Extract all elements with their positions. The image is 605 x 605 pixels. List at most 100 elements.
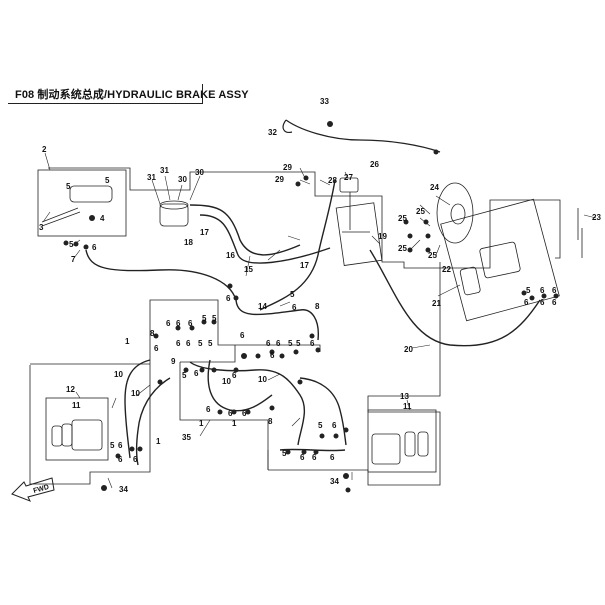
left-pad-b: [61, 423, 73, 447]
title-divider: [202, 84, 203, 104]
callout-29a: 29: [283, 163, 292, 172]
brake-line-10a: [124, 359, 151, 459]
callout-5a: 5: [66, 182, 71, 191]
master-cylinder-box: [37, 169, 127, 237]
cable-32: [285, 119, 441, 153]
callout-6a: 6: [92, 243, 97, 252]
callout-6e: 6: [154, 344, 159, 353]
callout-25b: 25: [416, 207, 425, 216]
callout-11b: 11: [403, 402, 412, 411]
callout-6f: 6: [176, 339, 181, 348]
callout-1b: 1: [156, 437, 161, 446]
callout-6t: 6: [118, 441, 123, 450]
brake-line-14: [235, 299, 319, 341]
brake-pedal-arm: [41, 207, 81, 227]
callout-1d: 1: [232, 419, 237, 428]
callout-6ad: 6: [540, 298, 545, 307]
brake-disc-hub: [450, 203, 466, 225]
reservoir-box: [335, 202, 383, 266]
callout-17b: 17: [300, 261, 309, 270]
callout-19: 19: [378, 232, 387, 241]
callout-6s: 6: [242, 409, 247, 418]
callout-6z: 6: [330, 453, 335, 462]
fwd-arrow: [11, 477, 55, 502]
brake-line-7: [85, 249, 237, 301]
callout-5j: 5: [296, 339, 301, 348]
callout-6d: 6: [188, 319, 193, 328]
callout-15: 15: [244, 265, 253, 274]
callout-30b: 30: [195, 168, 204, 177]
callout-5n: 5: [282, 449, 287, 458]
callout-6h: 6: [226, 294, 231, 303]
callout-6ac: 6: [524, 298, 529, 307]
callout-5i: 5: [288, 339, 293, 348]
callout-12: 12: [66, 385, 75, 394]
callout-6u: 6: [118, 455, 123, 464]
callout-6c: 6: [176, 319, 181, 328]
callout-21: 21: [432, 299, 441, 308]
brake-line-10b: [135, 377, 171, 466]
left-pad-a: [51, 425, 63, 447]
callout-25a: 25: [398, 214, 407, 223]
front-caliper-box: [440, 198, 560, 322]
callout-5b: 5: [105, 176, 110, 185]
front-pad: [459, 266, 481, 296]
callout-5m: 5: [318, 421, 323, 430]
callout-6y: 6: [312, 453, 317, 462]
callout-8b: 8: [315, 302, 320, 311]
callout-35: 35: [182, 433, 191, 442]
callout-6b: 6: [166, 319, 171, 328]
callout-24: 24: [430, 183, 439, 192]
callout-8a: 8: [150, 329, 155, 338]
callout-4: 4: [100, 214, 105, 223]
brake-line-20: [369, 249, 541, 347]
callout-29b: 29: [275, 175, 284, 184]
outer-frame: [48, 167, 561, 269]
right-pad-b: [417, 431, 429, 457]
callout-28: 28: [328, 176, 337, 185]
diagram-title: F08 制动系统总成/HYDRAULIC BRAKE ASSY: [15, 89, 249, 101]
title-underline: [8, 103, 203, 104]
callout-2: 2: [42, 145, 47, 154]
master-cylinder: [69, 185, 113, 203]
callout-6o: 6: [194, 369, 199, 378]
callout-33: 33: [320, 97, 329, 106]
callout-5l: 5: [110, 441, 115, 450]
callout-26: 26: [370, 160, 379, 169]
callout-5k: 5: [182, 371, 187, 380]
callout-6l: 6: [276, 339, 281, 348]
callout-5f: 5: [198, 339, 203, 348]
fwd-label: FWD: [33, 484, 50, 495]
callout-6j: 6: [240, 331, 245, 340]
callout-10b: 10: [131, 389, 140, 398]
callout-18: 18: [184, 238, 193, 247]
lower-center-frame: [179, 362, 269, 470]
callout-1c: 1: [199, 419, 204, 428]
callout-6i: 6: [292, 303, 297, 312]
callout-8c: 8: [268, 417, 273, 426]
callout-6x: 6: [300, 453, 305, 462]
callout-22: 22: [442, 265, 451, 274]
brake-line-right: [299, 377, 347, 446]
callout-3: 3: [39, 223, 44, 232]
callout-5e: 5: [212, 314, 217, 323]
callout-16: 16: [226, 251, 235, 260]
callout-6k: 6: [266, 339, 271, 348]
callout-5o: 5: [526, 286, 531, 295]
reservoir-cap: [159, 200, 189, 210]
callout-6ab: 6: [552, 286, 557, 295]
brake-disc: [436, 182, 474, 244]
brake-line-17: [259, 179, 336, 311]
callout-34a: 34: [119, 485, 128, 494]
callout-10a: 10: [114, 370, 123, 379]
right-caliper-box: [367, 409, 437, 473]
callout-17a: 17: [200, 228, 209, 237]
callout-23: 23: [592, 213, 601, 222]
callout-34b: 34: [330, 477, 339, 486]
callout-10c: 10: [222, 377, 231, 386]
callout-32: 32: [268, 128, 277, 137]
callout-6q: 6: [206, 405, 211, 414]
leaders: [42, 152, 597, 489]
callout-6w: 6: [332, 421, 337, 430]
callout-7: 7: [71, 255, 76, 264]
